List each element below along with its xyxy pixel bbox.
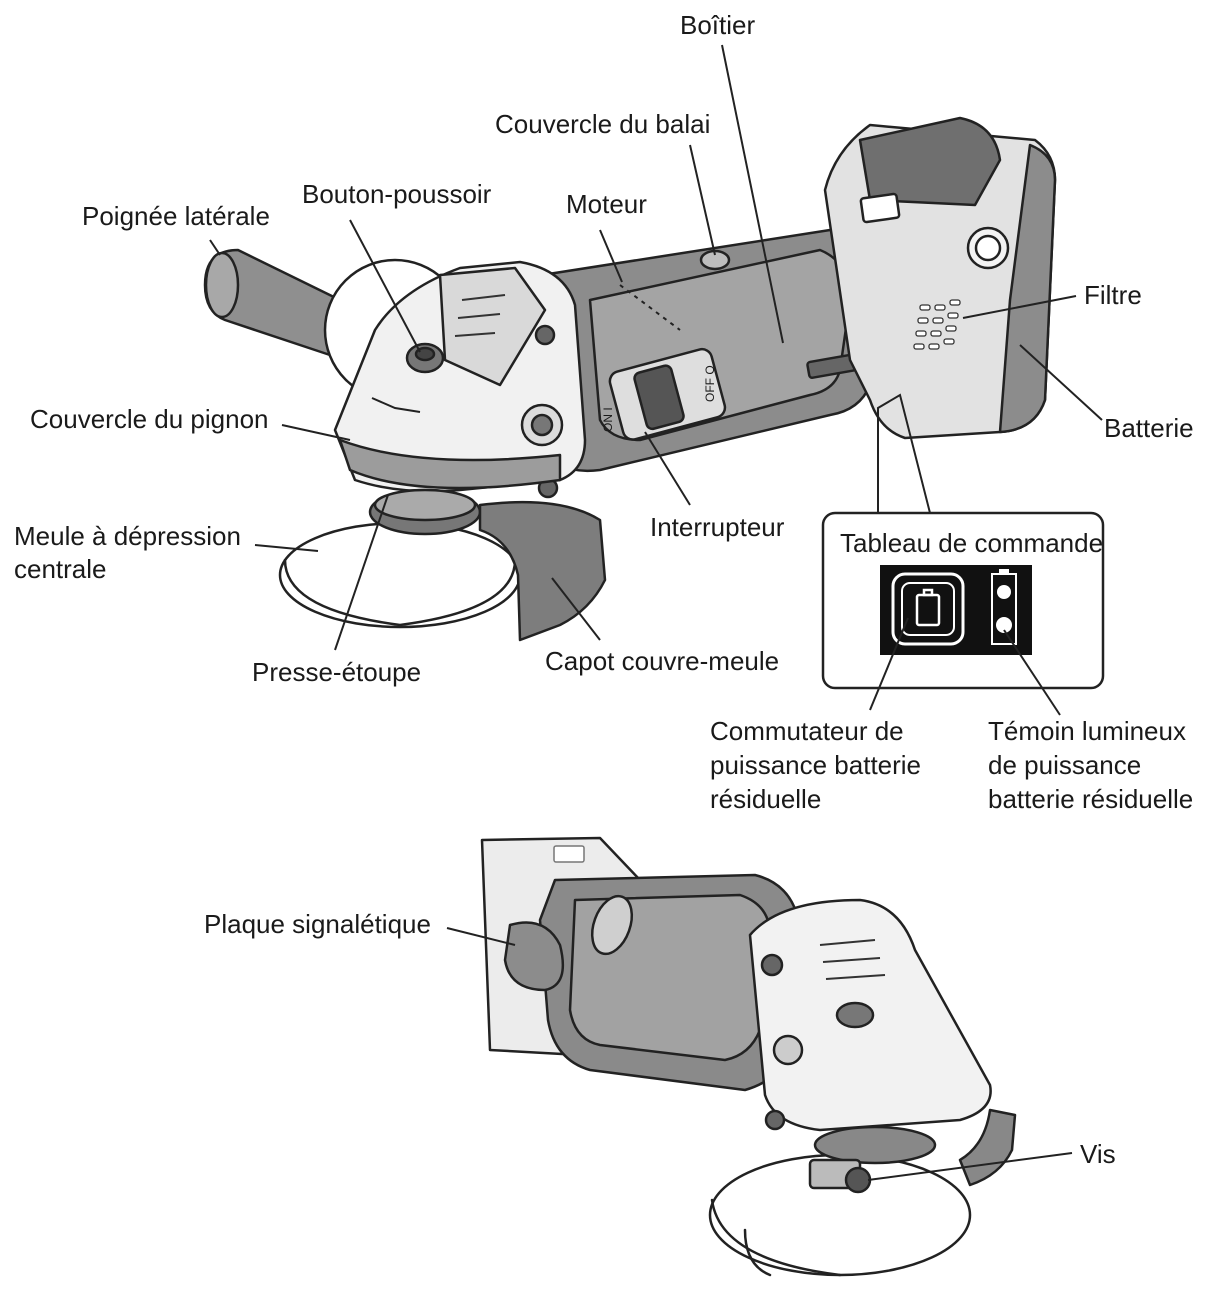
label-boitier: Boîtier — [680, 10, 755, 40]
grinding-wheel-drawing — [278, 488, 522, 629]
label-meule-line2: centrale — [14, 554, 107, 584]
label-capot-couvre-meule: Capot couvre-meule — [545, 646, 779, 676]
label-batterie: Batterie — [1104, 413, 1194, 443]
label-poignee-laterale: Poignée latérale — [82, 201, 270, 231]
gear-head-drawing — [333, 260, 587, 499]
control-panel-callout: Tableau de commande — [821, 393, 1105, 690]
part-labels: Boîtier Couvercle du balai Bouton-pousso… — [14, 10, 1194, 1169]
label-commutateur-line2: puissance batterie — [710, 750, 921, 780]
switch-on-marking: ON I — [601, 407, 615, 432]
filter-drawing — [913, 299, 961, 350]
label-filtre: Filtre — [1084, 280, 1142, 310]
label-temoin-line1: Témoin lumineux — [988, 716, 1186, 746]
screw-drawing — [808, 1158, 872, 1194]
switch-off-marking: OFF O — [703, 365, 717, 402]
label-couvercle-du-balai: Couvercle du balai — [495, 109, 710, 139]
label-presse-etoupe: Presse-étoupe — [252, 657, 421, 687]
label-interrupteur: Interrupteur — [650, 512, 785, 542]
label-temoin-line2: de puissance — [988, 750, 1141, 780]
control-panel-title: Tableau de commande — [840, 528, 1103, 558]
label-meule-line1: Meule à dépression — [14, 521, 241, 551]
leader-lines — [209, 44, 1103, 1181]
label-commutateur-line3: résiduelle — [710, 784, 821, 814]
side-handle-drawing — [203, 248, 342, 357]
grinder-bottom-view — [480, 836, 1017, 1277]
label-vis: Vis — [1080, 1139, 1116, 1169]
battery-level-indicator-icon — [991, 569, 1017, 645]
grinder-top-view: ON I OFF O — [203, 116, 1057, 642]
label-bouton-poussoir: Bouton-poussoir — [302, 179, 492, 209]
label-moteur: Moteur — [566, 189, 647, 219]
label-temoin-line3: batterie résiduelle — [988, 784, 1193, 814]
switch-drawing: ON I OFF O — [601, 347, 727, 441]
name-plate-drawing — [503, 921, 565, 992]
label-commutateur-line1: Commutateur de — [710, 716, 904, 746]
label-plaque-signaletique: Plaque signalétique — [204, 909, 431, 939]
battery-icon — [915, 588, 941, 627]
battery-drawing — [823, 116, 1057, 440]
bottom-wheel-guard-drawing — [958, 1108, 1017, 1187]
label-couvercle-du-pignon: Couvercle du pignon — [30, 404, 269, 434]
